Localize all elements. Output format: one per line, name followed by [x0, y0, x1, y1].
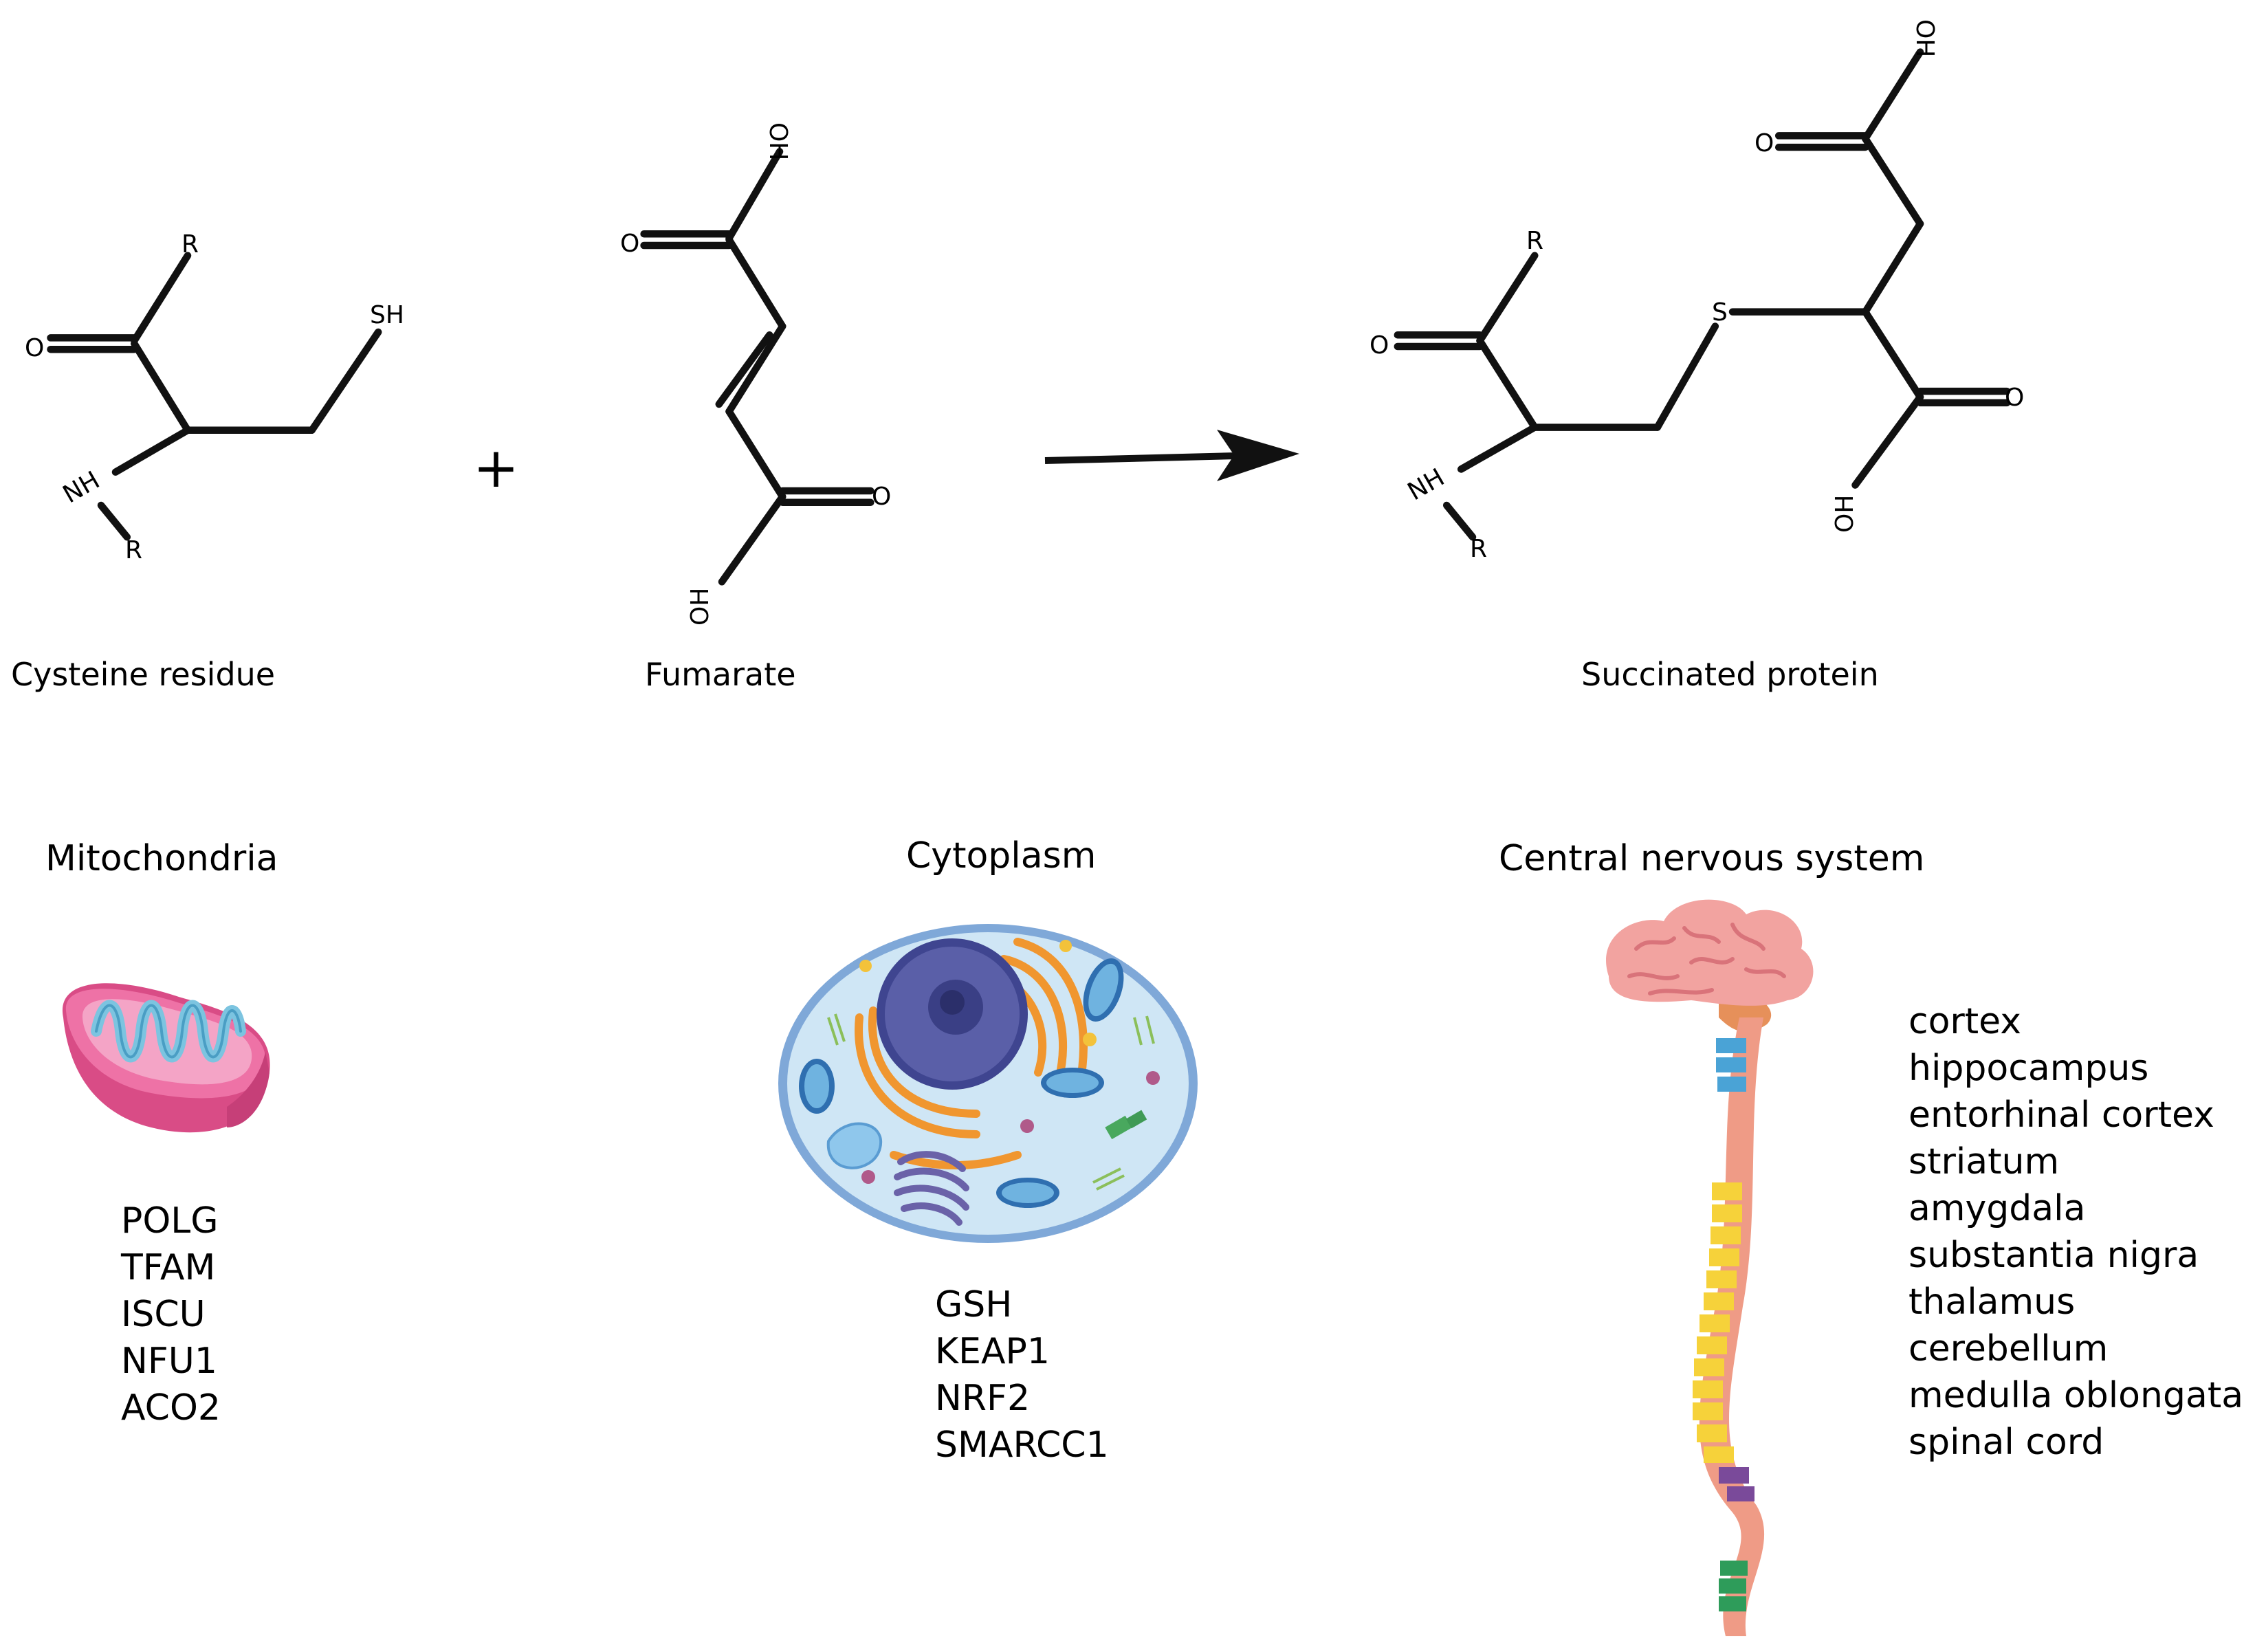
- mitochondrion-illustration: [62, 983, 270, 1133]
- mitochondria-gene-list: POLG TFAM ISCU NFU1 ACO2: [120, 1200, 221, 1429]
- list-item: thalamus: [1908, 1281, 2075, 1323]
- atom-r-bottom: R: [1470, 535, 1487, 563]
- atom-r-bottom: R: [125, 536, 142, 564]
- list-item: ISCU: [121, 1294, 206, 1335]
- list-item: NFU1: [121, 1341, 217, 1382]
- list-item: substantia nigra: [1908, 1235, 2199, 1276]
- list-item: hippocampus: [1908, 1048, 2148, 1089]
- atom-r-top: R: [1526, 227, 1543, 255]
- fumarate-caption: Fumarate: [645, 656, 796, 693]
- atom-o: O: [25, 334, 44, 362]
- list-item: spinal cord: [1908, 1422, 2104, 1463]
- atom-o: O: [1370, 331, 1389, 360]
- atom-oh-bottom: OH: [686, 588, 714, 626]
- cns-title: Central nervous system: [1499, 838, 1924, 879]
- list-item: NRF2: [935, 1378, 1030, 1419]
- reaction-arrow: [1044, 430, 1299, 481]
- atom-o-right: O: [2005, 384, 2024, 412]
- list-item: GSH: [935, 1284, 1012, 1325]
- cytoplasm-gene-list: GSH KEAP1 NRF2 SMARCC1: [935, 1284, 1109, 1466]
- list-item: medulla oblongata: [1908, 1375, 2243, 1416]
- atom-o-bottom: O: [872, 483, 891, 511]
- list-item: SMARCC1: [935, 1424, 1109, 1466]
- list-item: cortex: [1908, 1001, 2021, 1042]
- list-item: ACO2: [121, 1387, 221, 1429]
- mitochondria-title: Mitochondria: [45, 838, 278, 879]
- plus-sign: +: [473, 436, 519, 500]
- list-item: KEAP1: [935, 1331, 1050, 1372]
- cns-region-list: cortex hippocampus entorhinal cortex str…: [1908, 1001, 2243, 1463]
- cysteine-structure: [47, 252, 382, 541]
- cns-illustration: [1606, 899, 1814, 1636]
- list-item: amygdala: [1908, 1188, 2086, 1229]
- cysteine-caption: Cysteine residue: [11, 656, 275, 693]
- atom-nh: NH: [1403, 463, 1449, 507]
- atom-oh-top: OH: [1911, 19, 1939, 57]
- atom-nh: NH: [58, 466, 104, 509]
- atom-o-top: O: [620, 230, 639, 258]
- succinated-protein-caption: Succinated protein: [1581, 656, 1879, 693]
- list-item: striatum: [1908, 1141, 2059, 1182]
- atom-oh-bottom: OH: [1831, 495, 1859, 533]
- list-item: cerebellum: [1908, 1328, 2108, 1369]
- atom-o-top: O: [1754, 129, 1774, 157]
- list-item: POLG: [121, 1200, 219, 1242]
- atom-s: S: [1712, 298, 1728, 327]
- cell-illustration: [778, 924, 1198, 1243]
- atom-sh: SH: [370, 301, 404, 329]
- fumarate-structure: [640, 148, 874, 586]
- succinated-protein-structure: [1394, 48, 2011, 541]
- atom-r-top: R: [182, 230, 199, 258]
- list-item: entorhinal cortex: [1908, 1094, 2214, 1136]
- list-item: TFAM: [120, 1247, 215, 1288]
- cytoplasm-title: Cytoplasm: [906, 835, 1096, 877]
- atom-oh-top: OH: [764, 122, 792, 160]
